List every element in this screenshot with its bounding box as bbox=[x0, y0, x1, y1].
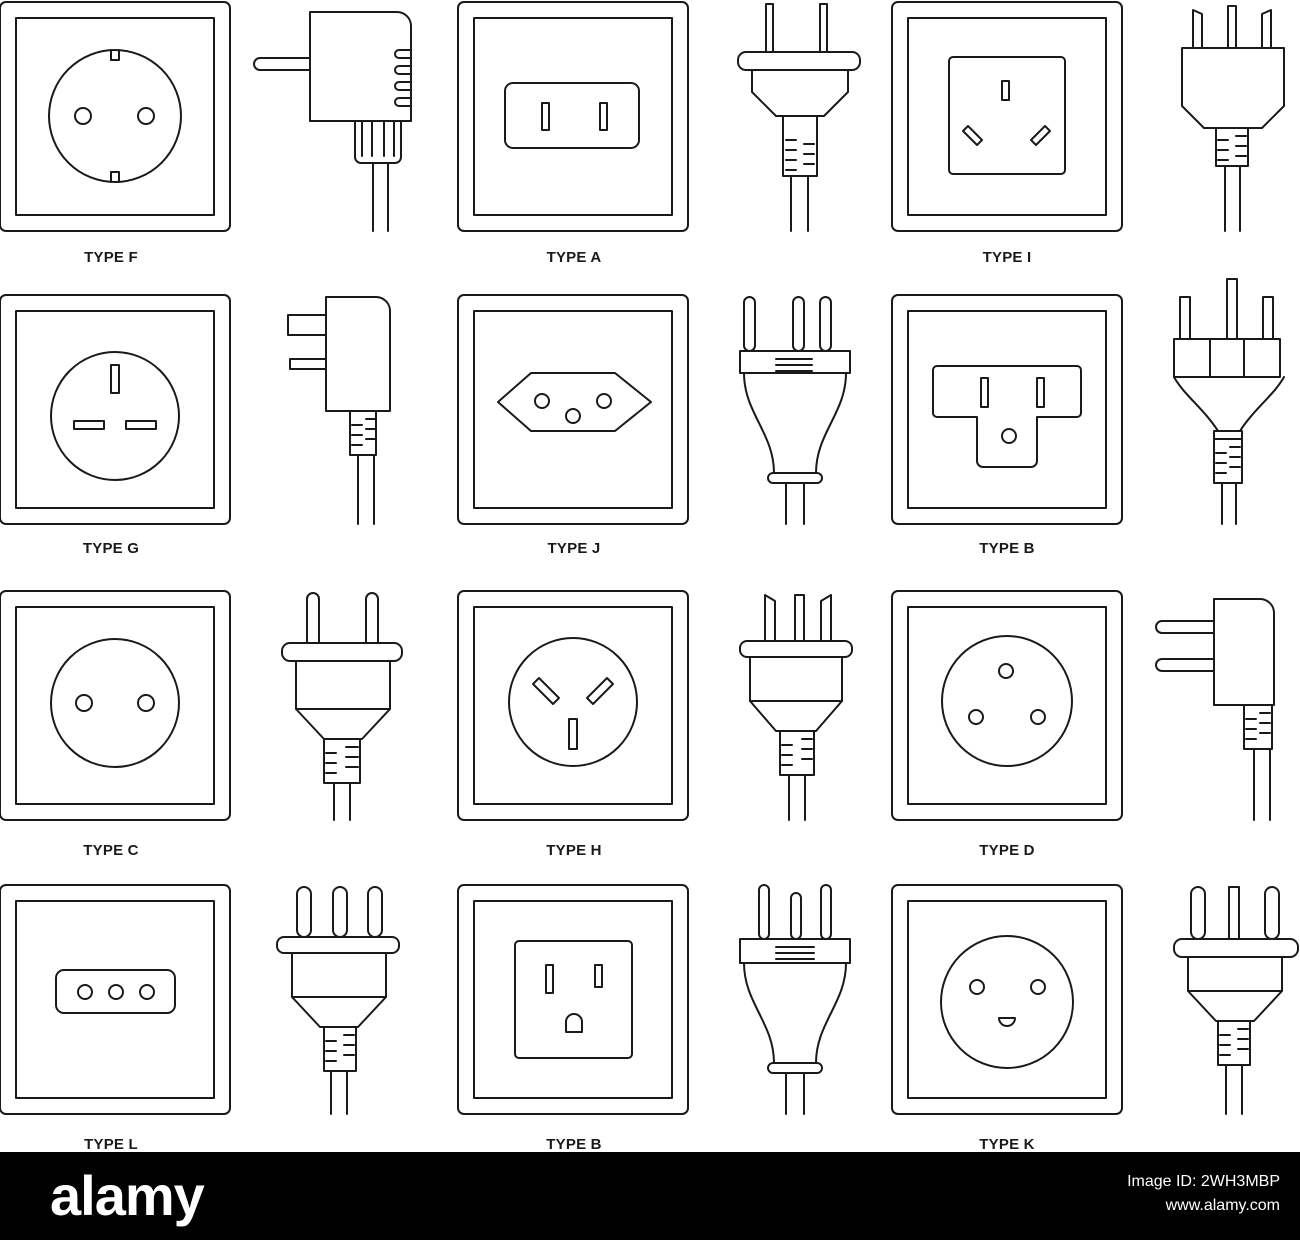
watermark-footer-bar bbox=[0, 1152, 1300, 1240]
socket-type-i-icon bbox=[891, 1, 1123, 232]
type-label: TYPE D bbox=[979, 842, 1035, 859]
socket-type-b-icon bbox=[891, 294, 1123, 525]
alamy-logo: alamy bbox=[50, 1164, 205, 1227]
type-label: TYPE K bbox=[979, 1136, 1035, 1153]
socket-type-g-icon bbox=[0, 294, 231, 525]
socket-type-l-icon bbox=[0, 884, 231, 1115]
type-label: TYPE G bbox=[82, 540, 140, 557]
image-url-text: www.alamy.com bbox=[1165, 1197, 1280, 1214]
type-label: TYPE B bbox=[546, 1136, 602, 1153]
plug-type-h-icon bbox=[739, 594, 853, 821]
type-label: TYPE B bbox=[979, 540, 1035, 557]
socket-type-d-icon bbox=[891, 590, 1123, 821]
type-label: TYPE L bbox=[84, 1136, 138, 1153]
type-label: TYPE F bbox=[84, 249, 138, 266]
plug-type-c-icon bbox=[281, 592, 403, 821]
plug-type-l-icon bbox=[276, 886, 400, 1115]
type-label: TYPE J bbox=[547, 540, 601, 557]
plug-type-k-icon bbox=[1173, 886, 1299, 1115]
plug-socket-icon-grid bbox=[0, 1, 1299, 1115]
socket-type-k-icon bbox=[891, 884, 1123, 1115]
plug-type-f-icon bbox=[253, 11, 412, 232]
socket-type-f-icon bbox=[0, 1, 231, 232]
socket-type-j-icon bbox=[457, 294, 689, 525]
type-label: TYPE C bbox=[83, 842, 139, 859]
plug-type-b-icon bbox=[739, 884, 851, 1115]
socket-type-h-icon bbox=[457, 590, 689, 821]
socket-type-a-icon bbox=[457, 1, 689, 232]
socket-type-b-icon bbox=[457, 884, 689, 1115]
socket-type-c-icon bbox=[0, 590, 231, 821]
plug-type-b-icon bbox=[1173, 278, 1285, 525]
type-label: TYPE H bbox=[546, 842, 602, 859]
type-label: TYPE A bbox=[546, 249, 602, 266]
type-label: TYPE I bbox=[982, 249, 1032, 266]
image-id-text: Image ID: 2WH3MBP bbox=[1127, 1173, 1280, 1190]
plug-type-a-icon bbox=[737, 3, 861, 232]
plug-type-j-icon bbox=[739, 296, 851, 525]
plug-type-g-icon bbox=[287, 296, 391, 525]
plug-type-d-icon bbox=[1155, 598, 1275, 821]
plug-type-i-icon bbox=[1181, 5, 1285, 232]
